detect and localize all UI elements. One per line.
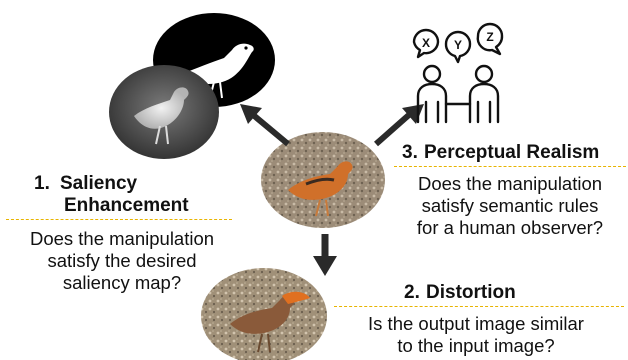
saliency-question-line2: satisfy the desired bbox=[4, 250, 240, 272]
arrow-to-distortion bbox=[310, 232, 340, 278]
realism-question-line3: for a human observer? bbox=[394, 217, 626, 239]
realism-question-line2: satisfy semantic rules bbox=[394, 195, 626, 217]
distortion-title: Distortion bbox=[426, 282, 516, 304]
distortion-question-line1: Is the output image similar bbox=[326, 313, 626, 335]
saliency-question-line1: Does the manipulation bbox=[4, 228, 240, 250]
realism-title: Perceptual Realism bbox=[424, 142, 599, 164]
saliency-map-image bbox=[108, 64, 220, 160]
saliency-title-line1: Saliency bbox=[60, 173, 137, 195]
human-observers-icon: X Y Z bbox=[410, 22, 510, 134]
saliency-number: 1. bbox=[34, 173, 60, 195]
distortion-question: Is the output image similar to the input… bbox=[326, 313, 626, 357]
distortion-divider bbox=[334, 306, 624, 307]
realism-divider bbox=[394, 166, 626, 167]
realism-question: Does the manipulation satisfy semantic r… bbox=[394, 173, 626, 239]
distortion-heading: 2. Distortion bbox=[404, 282, 604, 304]
realism-heading: 3. Perceptual Realism bbox=[402, 142, 626, 164]
distortion-number: 2. bbox=[404, 282, 426, 304]
speech-bubble-x: X bbox=[422, 36, 430, 50]
distortion-question-line2: to the input image? bbox=[326, 335, 626, 357]
realism-question-line1: Does the manipulation bbox=[394, 173, 626, 195]
saliency-question: Does the manipulation satisfy the desire… bbox=[4, 228, 240, 294]
saliency-divider bbox=[6, 219, 232, 220]
arrow-to-saliency bbox=[236, 100, 296, 150]
saliency-question-line3: saliency map? bbox=[4, 272, 240, 294]
saliency-title-line2: Enhancement bbox=[64, 195, 189, 216]
realism-number: 3. bbox=[402, 142, 424, 164]
saliency-heading: 1. Saliency Enhancement bbox=[34, 173, 234, 217]
speech-bubble-z: Z bbox=[486, 30, 493, 44]
speech-bubble-y: Y bbox=[454, 38, 462, 52]
